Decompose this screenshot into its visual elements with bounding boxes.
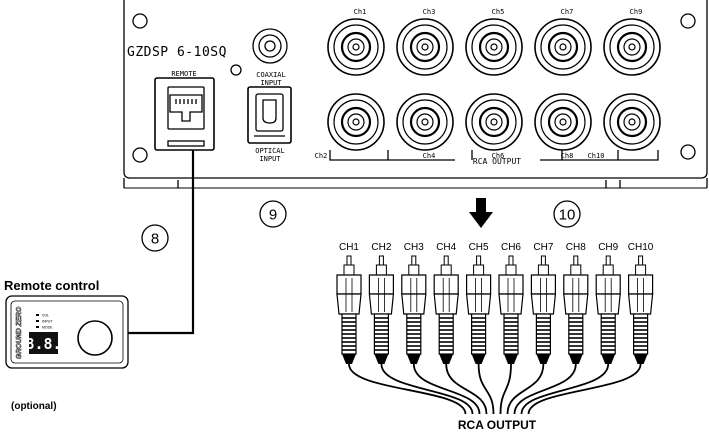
callout-9-label: 9 bbox=[269, 207, 277, 224]
rca-jack-ch10 bbox=[603, 93, 661, 151]
cable-label: CH6 bbox=[501, 242, 521, 253]
cable-label: CH9 bbox=[598, 242, 618, 253]
mounting-hole bbox=[132, 147, 148, 163]
mounting-hole bbox=[230, 64, 242, 76]
cable-label: CH7 bbox=[533, 242, 553, 253]
rca-plug: CH10 bbox=[628, 242, 654, 364]
cable-label: CH8 bbox=[566, 242, 586, 253]
remote-brand-logo: GROUND ZERO bbox=[16, 306, 23, 359]
remote-control-unit: GROUND ZERO VOL INPUT MODE 8.8. bbox=[5, 295, 129, 369]
remote-port-label: REMOTE bbox=[171, 70, 196, 78]
rca-plug: CH3 bbox=[401, 242, 427, 364]
cable-label: CH1 bbox=[339, 242, 359, 253]
jack-label-bottom: Ch10 bbox=[588, 152, 605, 160]
rca-wire bbox=[477, 363, 495, 415]
mounting-hole bbox=[680, 144, 696, 160]
rca-plug: CH5 bbox=[465, 242, 492, 364]
rca-plug: CH1 bbox=[336, 242, 362, 364]
indicator-mode: MODE bbox=[42, 326, 53, 330]
callout-8-label: 8 bbox=[151, 231, 159, 248]
device-model-label: GZDSP 6-10SQ bbox=[127, 45, 227, 60]
rca-wire bbox=[445, 363, 488, 415]
jack-label-top: Ch9 bbox=[630, 8, 643, 16]
cable-label: CH4 bbox=[436, 242, 456, 253]
rca-wire bbox=[506, 363, 545, 415]
rca-wire bbox=[527, 363, 642, 415]
coaxial-label-line2: INPUT bbox=[260, 79, 282, 87]
rca-output-bracket bbox=[329, 150, 659, 161]
mounting-hole bbox=[680, 13, 696, 29]
coaxial-label-line1: COAXIAL bbox=[256, 71, 286, 79]
jack-label-top: Ch3 bbox=[423, 8, 436, 16]
rca-jack-ch3 bbox=[396, 18, 454, 76]
rca-jack-ch5 bbox=[465, 18, 523, 76]
rca-bracket-label: RCA OUTPUT bbox=[473, 157, 521, 166]
jack-label-bottom: Ch2 bbox=[315, 152, 328, 160]
optical-input-jack bbox=[247, 86, 292, 144]
jack-label-bottom: Ch6 bbox=[492, 152, 505, 160]
callout-9 bbox=[259, 200, 287, 228]
rca-plug: CH2 bbox=[368, 242, 395, 364]
rca-plug: CH7 bbox=[530, 242, 557, 364]
callout-10-label: 10 bbox=[559, 207, 576, 224]
remote-port bbox=[154, 77, 215, 151]
rca-output-cable-label: RCA OUTPUT bbox=[458, 418, 537, 432]
rca-plug: CH9 bbox=[595, 242, 621, 364]
rca-wire bbox=[499, 363, 512, 415]
down-arrow-icon bbox=[469, 198, 493, 228]
coaxial-input-jack bbox=[252, 28, 288, 64]
rca-plug: CH6 bbox=[498, 242, 524, 364]
remote-display: 8.8. bbox=[25, 335, 61, 353]
remote-title: Remote control bbox=[4, 278, 99, 293]
cable-label: CH2 bbox=[371, 242, 391, 253]
rca-jack-ch7 bbox=[534, 18, 592, 76]
rca-wire bbox=[520, 363, 610, 415]
callout-8 bbox=[141, 224, 169, 252]
optical-label-line2: INPUT bbox=[259, 155, 281, 163]
jack-label-bottom: Ch4 bbox=[423, 152, 436, 160]
jack-label-bottom: Ch8 bbox=[561, 152, 574, 160]
volume-knob bbox=[77, 320, 113, 356]
cable-label: CH5 bbox=[469, 242, 489, 253]
mounting-hole bbox=[132, 13, 148, 29]
callout-10 bbox=[553, 200, 581, 228]
rca-jack-ch1 bbox=[327, 18, 385, 76]
indicator-input: INPUT bbox=[42, 320, 53, 324]
rca-plug: CH8 bbox=[563, 242, 589, 364]
rca-jack-ch9 bbox=[603, 18, 661, 76]
remote-cable bbox=[128, 150, 195, 335]
rca-plug: CH4 bbox=[433, 242, 459, 364]
cable-label: CH10 bbox=[628, 242, 654, 253]
cable-label: CH3 bbox=[404, 242, 424, 253]
jack-label-top: Ch7 bbox=[561, 8, 574, 16]
jack-label-top: Ch1 bbox=[354, 8, 367, 16]
rca-wire bbox=[348, 363, 467, 415]
device-front-panel bbox=[123, 0, 708, 179]
optical-label-line1: OPTICAL bbox=[255, 147, 285, 155]
jack-label-top: Ch5 bbox=[492, 8, 505, 16]
rca-wire bbox=[380, 363, 474, 415]
indicator-vol: VOL bbox=[42, 314, 49, 318]
remote-optional-note: (optional) bbox=[11, 401, 57, 412]
rca-jack-ch2 bbox=[327, 93, 385, 151]
rca-jack-ch4 bbox=[396, 93, 454, 151]
rca-jack-ch8 bbox=[534, 93, 592, 151]
rca-wire bbox=[412, 363, 481, 415]
rca-jack-ch6 bbox=[465, 93, 523, 151]
rca-wire bbox=[513, 363, 577, 415]
